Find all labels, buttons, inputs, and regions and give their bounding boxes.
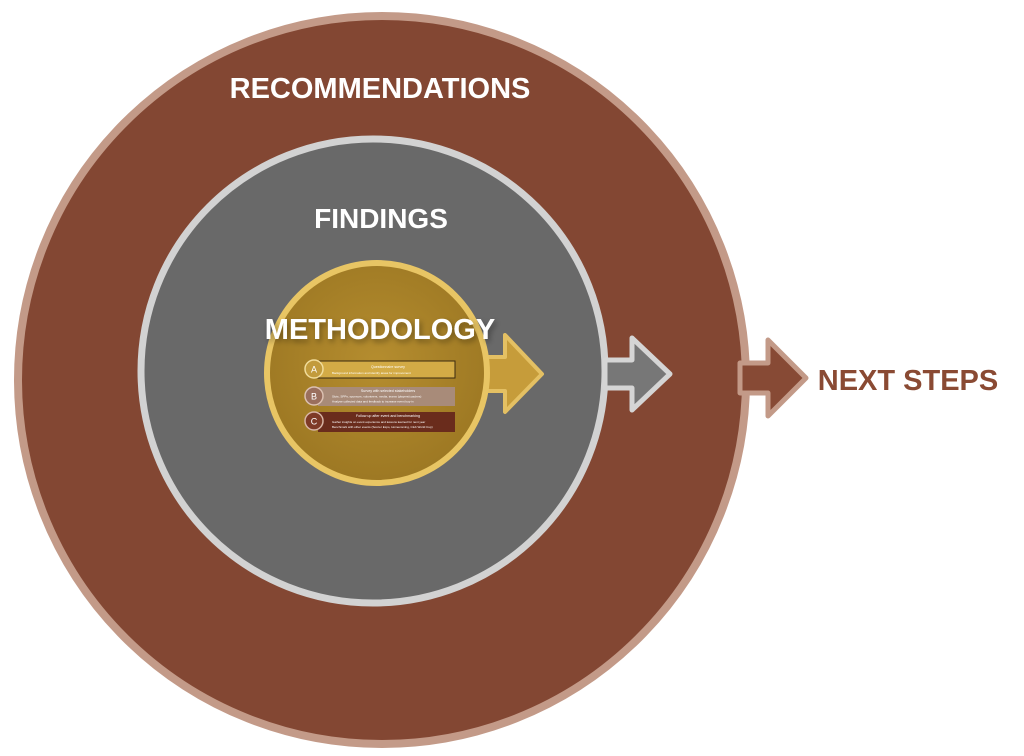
recommendations-label: RECOMMENDATIONS bbox=[230, 73, 531, 105]
item-b-badge bbox=[304, 386, 324, 406]
methodology-item-c: C Follow up after event and benchmarking… bbox=[304, 411, 455, 432]
outer-arrow bbox=[737, 337, 809, 419]
item-c-heading: Follow up after event and benchmarking bbox=[356, 414, 420, 418]
item-a-letter: A bbox=[311, 365, 317, 375]
item-c-letter: C bbox=[311, 417, 318, 427]
item-a-line-1: Background information and identify area… bbox=[332, 371, 411, 375]
methodology-label: METHODOLOGY bbox=[265, 314, 495, 346]
item-a-heading: Questionnaire survey bbox=[371, 365, 405, 369]
item-b-line-1: Slots, SPPs, sponsors, volunteers, media… bbox=[332, 395, 421, 399]
findings-label: FINDINGS bbox=[314, 203, 448, 234]
methodology-item-b: B Survey with selected stakeholders Slot… bbox=[304, 386, 455, 406]
item-c-badge bbox=[304, 411, 324, 431]
item-b-line-2: Analyse collected data and feedback to i… bbox=[332, 400, 414, 404]
methodology-item-a: A Questionnaire survey Background inform… bbox=[304, 359, 456, 379]
next-steps-label: NEXT STEPS bbox=[818, 365, 999, 397]
item-b-letter: B bbox=[311, 392, 317, 402]
middle-arrow bbox=[602, 335, 673, 413]
item-c-line-1: Gather insights on event experience and … bbox=[332, 420, 425, 424]
item-b-heading: Survey with selected stakeholders bbox=[361, 389, 416, 393]
item-c-line-2: Benchmark with other events (Soccer Expo… bbox=[332, 425, 433, 429]
methodology-list: A Questionnaire survey Background inform… bbox=[304, 359, 456, 432]
item-a-badge bbox=[304, 359, 324, 379]
